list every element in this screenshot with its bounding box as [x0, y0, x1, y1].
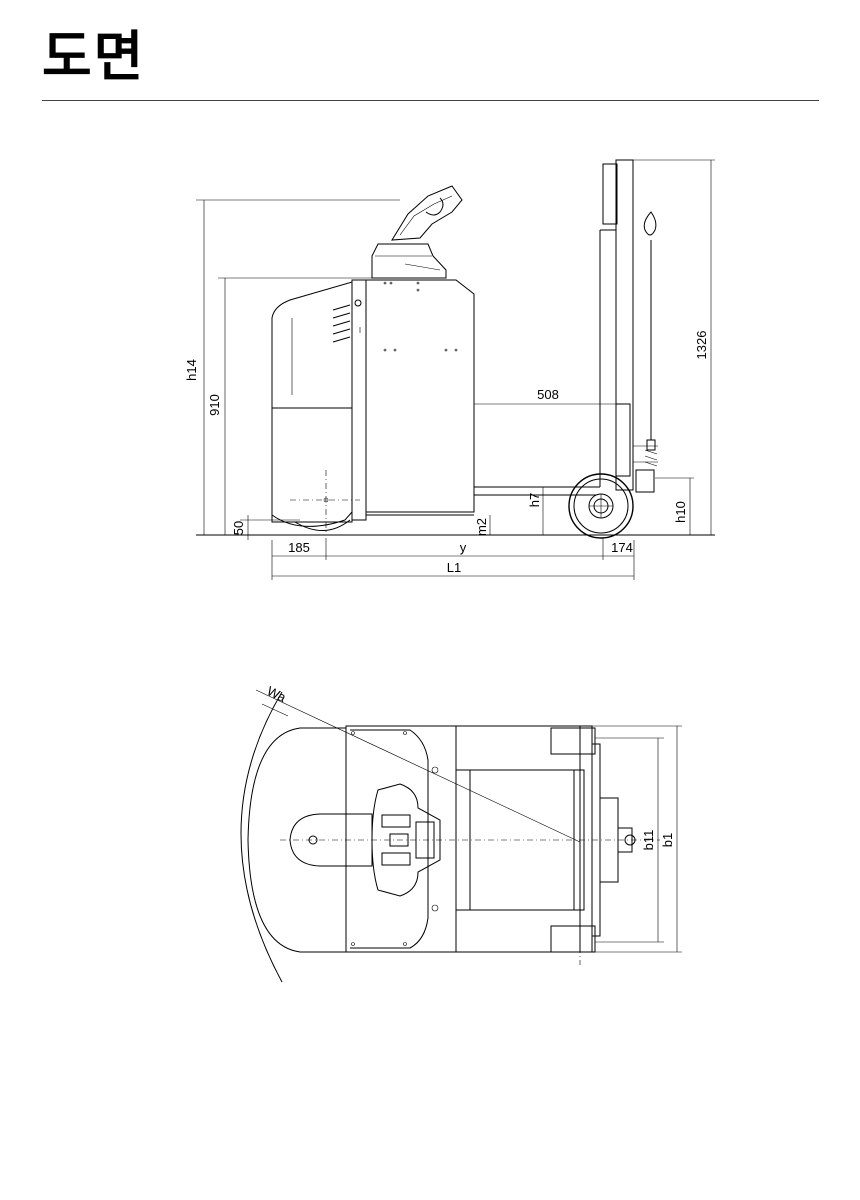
rear-casing — [271, 281, 353, 523]
dim-y: y — [460, 540, 467, 555]
dim-b1: b1 — [660, 833, 675, 847]
drive-wheel — [294, 519, 351, 531]
dim-m2: m2 — [474, 518, 489, 536]
dim-50: 50 — [231, 521, 246, 535]
dim-h10: h10 — [673, 501, 688, 523]
dim-h7: h7 — [527, 493, 542, 507]
dim-508: 508 — [537, 387, 559, 402]
dim-b11: b11 — [641, 830, 656, 851]
dim-h14: h14 — [184, 359, 199, 381]
tiller-handle — [371, 783, 441, 897]
load-wheel-left — [550, 727, 596, 755]
tiller — [391, 185, 463, 241]
dim-Wa: Wa — [265, 683, 289, 705]
rear-cap — [247, 727, 347, 953]
load-wheel — [568, 473, 634, 539]
dim-185: 185 — [288, 540, 310, 555]
dim-L1: L1 — [447, 560, 461, 575]
console — [371, 243, 447, 279]
top-view: Wa — [240, 683, 682, 983]
main-body — [365, 279, 475, 513]
dim-1326: 1326 — [694, 331, 709, 360]
dim-910: 910 — [207, 394, 222, 416]
title-divider — [42, 100, 819, 101]
load-wheel-right — [550, 925, 596, 953]
side-view: h14 910 50 185 y 174 L1 m2 h7 508 h10 — [184, 159, 715, 580]
tow-mast — [599, 159, 658, 493]
dim-174: 174 — [611, 540, 633, 555]
page-title: 도면 — [42, 25, 146, 88]
vent-slots — [332, 304, 351, 343]
turning-radius-arc — [240, 691, 283, 983]
